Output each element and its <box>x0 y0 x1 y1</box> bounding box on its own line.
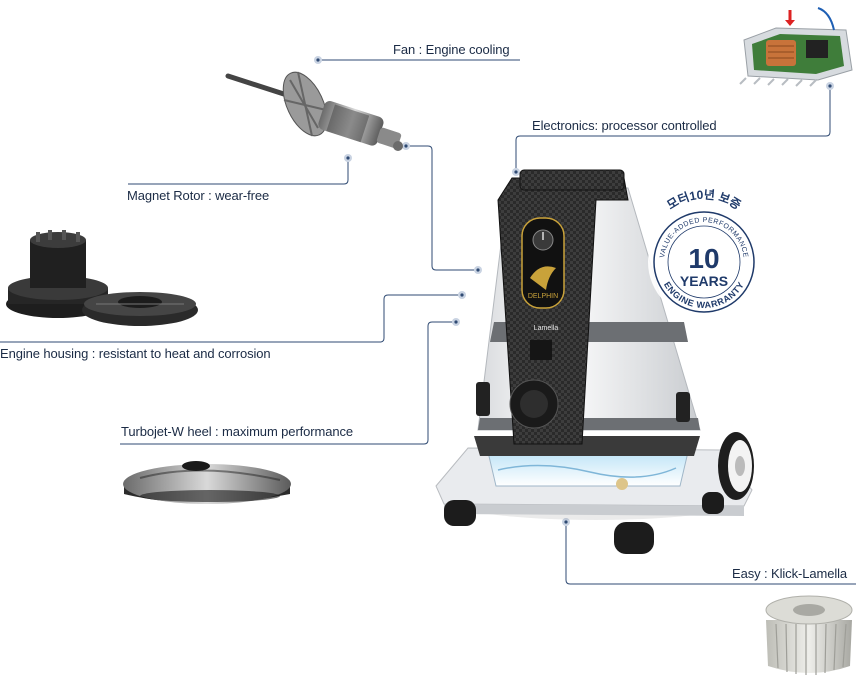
badge-years: YEARS <box>680 273 728 289</box>
callout-magnet-rotor: Magnet Rotor : wear-free <box>127 188 270 203</box>
vacuum-cleaner-image: DELPHIN Lamella <box>435 169 754 554</box>
callout-dots <box>314 56 834 526</box>
leader-lines <box>0 59 856 585</box>
callout-fan: Fan : Engine cooling <box>393 42 510 57</box>
warranty-badge: 모터10년 보증 VALUE-ADDED PERFORMANCE 10 YEAR… <box>648 188 760 318</box>
callout-engine-housing: Engine housing : resistant to heat and c… <box>0 346 271 361</box>
brand-logo-text: DELPHIN <box>528 293 558 300</box>
sub-brand-text: Lamella <box>534 325 559 332</box>
badge-number: 10 <box>688 243 719 274</box>
callout-turbojet-wheel: Turbojet-W heel : maximum performance <box>121 424 354 439</box>
callout-electronics: Electronics: processor controlled <box>532 118 717 133</box>
fan-rotor-image <box>225 71 403 151</box>
engine-housing-image <box>6 230 198 326</box>
klick-lamella-image <box>765 595 853 675</box>
turbojet-wheel-image <box>123 461 291 504</box>
callout-klick-lamella: Easy : Klick-Lamella <box>732 566 848 581</box>
electronics-board-image <box>739 7 853 87</box>
